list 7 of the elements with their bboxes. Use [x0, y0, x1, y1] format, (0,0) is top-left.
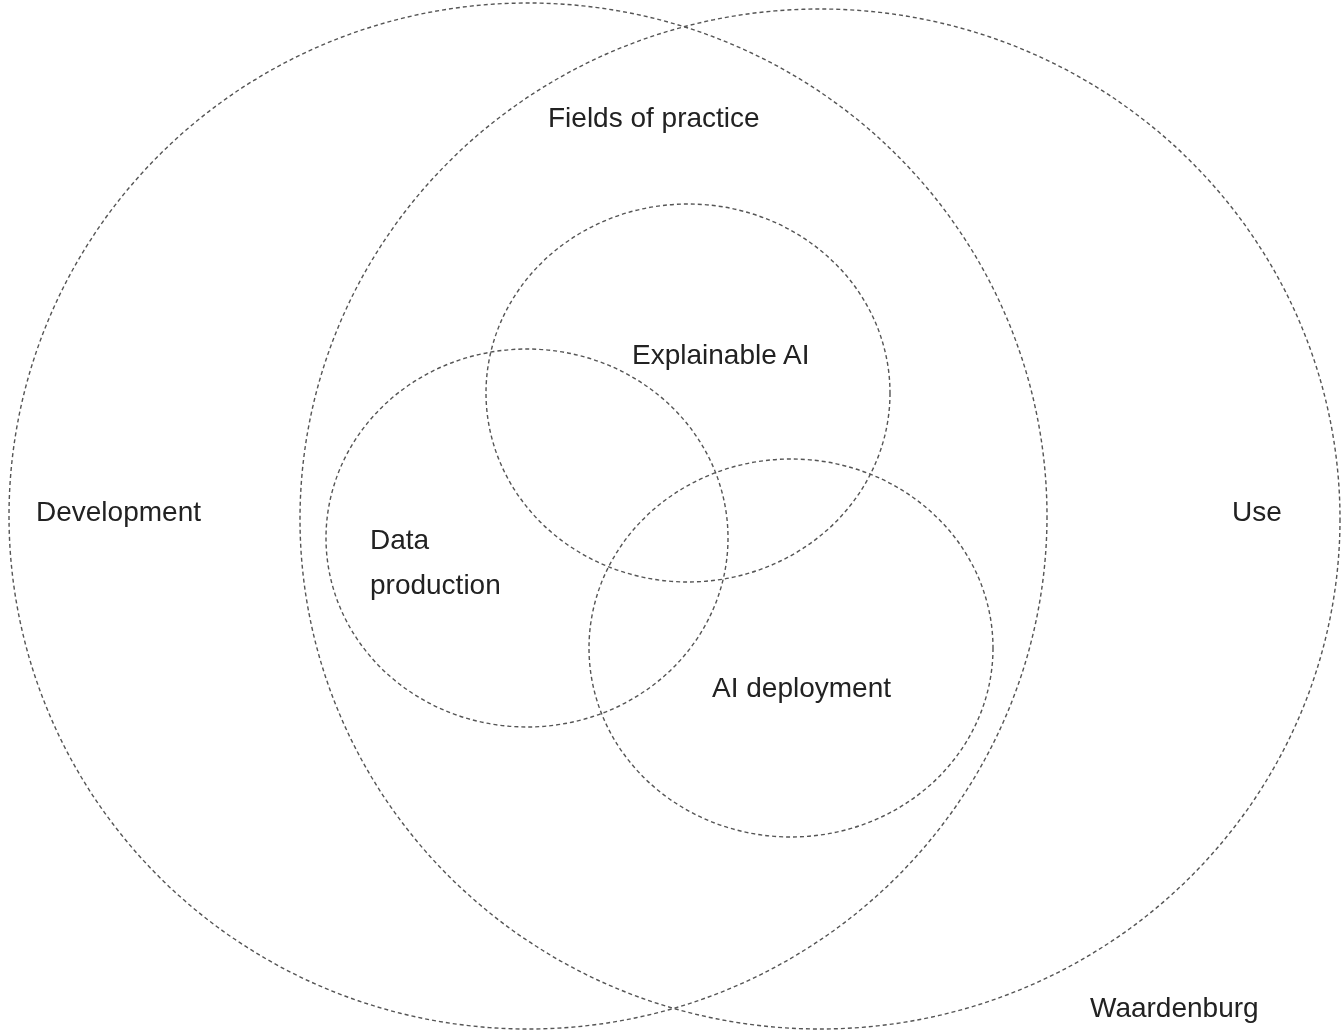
source-credit: Waardenburg — [1090, 992, 1259, 1024]
region-label: Fields of practice — [548, 102, 760, 134]
circle-label: Use — [1232, 495, 1283, 529]
circle-label: Data production — [370, 523, 502, 602]
circle-label: AI deployment — [712, 671, 892, 705]
circle-label: Development — [36, 495, 202, 529]
circle-label: Explainable AI — [632, 338, 811, 372]
